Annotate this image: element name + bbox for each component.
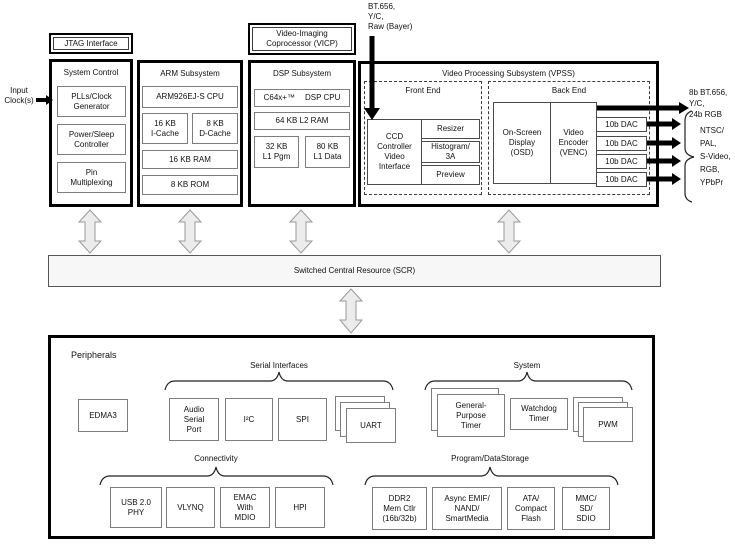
pin-multiplexing-box: Pin Multiplexing <box>57 162 126 193</box>
system-control-scr-arrow <box>77 209 103 254</box>
arm-ram-box: 16 KB RAM <box>142 150 238 169</box>
dac-box-1: 10b DAC <box>596 117 647 132</box>
arm-dcache-box: 8 KB D-Cache <box>192 113 238 144</box>
dsp-cpu-box: C64x+™ DSP CPU <box>254 89 350 107</box>
jtag-interface-title: JTAG Interface <box>53 37 129 50</box>
vicp-box: Video-Imaging Coprocessor (VICP) <box>248 23 356 55</box>
program-datastorage-label: Program/DataStorage <box>451 454 529 463</box>
system-control-title: System Control <box>63 68 119 77</box>
dac2-out-arrowhead-icon <box>672 137 681 149</box>
preview-box: Preview <box>421 165 480 185</box>
dsp-l2-ram-box: 64 KB L2 RAM <box>254 112 350 130</box>
dsp-scr-arrow <box>288 209 314 254</box>
histogram-3a-box: Histogram/ 3A <box>421 141 480 163</box>
vpss-title: Video Processing Subsystem (VPSS) <box>442 69 575 78</box>
osd-box: On-Screen Display (OSD) <box>493 102 551 184</box>
hpi-box: HPI <box>275 487 325 528</box>
watchdog-timer-box: Watchdog Timer <box>510 398 568 430</box>
scr-peripherals-arrow <box>338 288 364 334</box>
dsp-l1-pgm-box: 32 KB L1 Pgm <box>254 136 299 168</box>
uart-stack: UART <box>335 396 396 443</box>
mmc-sd-sdio-box: MMC/ SD/ SDIO <box>562 487 610 530</box>
vicp-title: Video-Imaging Coprocessor (VICP) <box>252 27 352 51</box>
video-input-label: BT.656, Y/C, Raw (Bayer) <box>368 2 413 31</box>
jtag-interface-box: JTAG Interface <box>49 33 133 54</box>
digital-output-label: 8b BT.656, Y/C, 24b RGB <box>689 88 728 119</box>
ata-compact-flash-box: ATA/ Compact Flash <box>507 487 555 530</box>
analog-output-brace-icon <box>684 110 695 203</box>
dsp-l1-data-box: 80 KB L1 Data <box>305 136 350 168</box>
dac3-out-arrowhead-icon <box>672 155 681 167</box>
front-end-title: Front End <box>405 86 441 95</box>
peripherals-title: Peripherals <box>71 350 117 360</box>
dac-box-2: 10b DAC <box>596 136 647 151</box>
system-group-label: System <box>513 361 541 370</box>
resizer-box: Resizer <box>421 119 480 139</box>
arm-icache-box: 16 KB I-Cache <box>142 113 188 144</box>
gp-timer-stack: General- Purpose Timer <box>431 388 505 437</box>
arm-cpu-box: ARM926EJ-S CPU <box>142 86 238 108</box>
pwm-box: PWM <box>583 407 633 442</box>
dsp-cpu-type: DSP CPU <box>304 93 341 102</box>
scr-title: Switched Central Resource (SCR) <box>293 266 416 275</box>
back-end-title: Back End <box>551 86 587 95</box>
power-sleep-controller-box: Power/Sleep Controller <box>57 124 126 155</box>
back-end-box: Back End <box>488 81 650 195</box>
ddr2-mem-ctlr-box: DDR2 Mem Ctlr (16b/32b) <box>372 487 427 530</box>
emac-box: EMAC With MDIO <box>220 487 270 528</box>
ccd-controller-box: CCD Controller Video Interface <box>367 119 422 185</box>
gp-timer-box: General- Purpose Timer <box>437 394 505 437</box>
audio-serial-port-box: Audio Serial Port <box>169 398 219 441</box>
venc-box: Video Encoder (VENC) <box>550 102 597 184</box>
serial-interfaces-label: Serial Interfaces <box>250 361 308 370</box>
edma3-box: EDMA3 <box>78 399 128 432</box>
scr-bar: Switched Central Resource (SCR) <box>48 255 661 287</box>
vpss-scr-arrow <box>496 209 522 254</box>
dac-box-4: 10b DAC <box>596 172 647 187</box>
plls-clock-generator-box: PLLs/Clock Generator <box>57 86 126 117</box>
spi-box: SPI <box>278 398 327 441</box>
arm-scr-arrow <box>177 209 203 254</box>
arm-subsystem-title: ARM Subsystem <box>160 69 220 78</box>
dac-box-3: 10b DAC <box>596 154 647 169</box>
dac4-out-arrowhead-icon <box>672 173 681 185</box>
analog-output-label: NTSC/ PAL, S-Video, RGB, YPbPr <box>700 126 731 187</box>
input-clocks-label: Input Clock(s) <box>4 86 34 105</box>
pwm-stack: PWM <box>573 397 633 442</box>
async-emif-box: Async EMIF/ NAND/ SmartMedia <box>432 487 502 530</box>
arm-rom-box: 8 KB ROM <box>142 175 238 195</box>
dsp-cpu-name: C64x+™ <box>263 93 295 102</box>
dac1-out-arrowhead-icon <box>672 118 681 130</box>
dsp-subsystem-box: DSP Subsystem <box>248 60 356 207</box>
venc-digital-out-arrowhead-icon <box>679 102 689 114</box>
dsp-subsystem-title: DSP Subsystem <box>272 69 332 78</box>
usb-phy-box: USB 2.0 PHY <box>110 487 162 528</box>
connectivity-label: Connectivity <box>194 454 238 463</box>
uart-box: UART <box>346 408 396 443</box>
i2c-box: I²C <box>225 398 273 441</box>
vlynq-box: VLYNQ <box>166 487 215 528</box>
front-end-box: Front End <box>364 81 482 195</box>
